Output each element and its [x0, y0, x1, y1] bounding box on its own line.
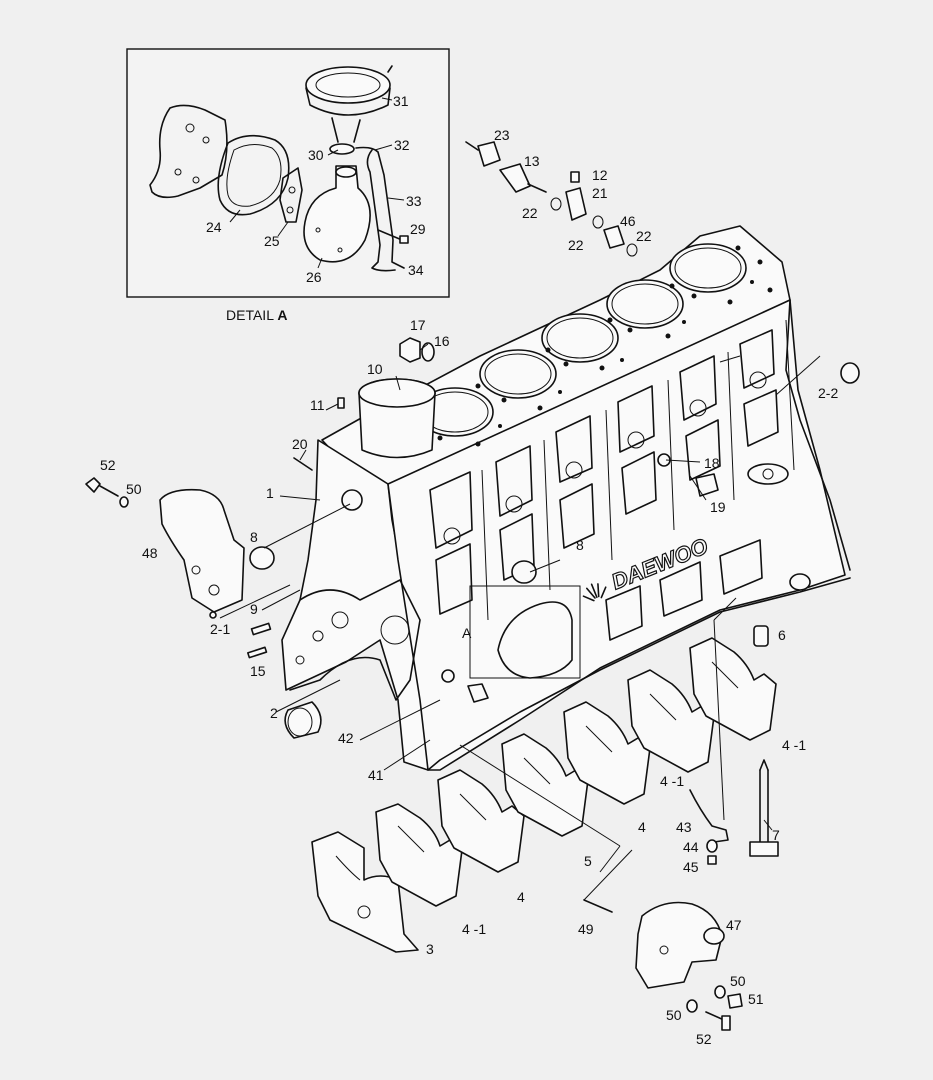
detail-a-panel: 31 32 30 33 29 24 25 26 34 — [126, 48, 450, 298]
part-label-4-left: 4 — [517, 889, 525, 905]
part-label-4-mid: 4 — [638, 819, 646, 835]
part-label-4-1-right: 4 -1 — [782, 737, 806, 753]
main-bearing-caps — [311, 637, 777, 953]
part-label-31: 31 — [393, 93, 409, 109]
part-label-2-1: 2-1 — [210, 621, 230, 637]
part-label-6: 6 — [778, 627, 786, 643]
part-label-4-1-left: 4 -1 — [462, 921, 486, 937]
part-label-50-right-top: 50 — [730, 973, 746, 989]
part-label-33: 33 — [406, 193, 422, 209]
engine-mount-48 — [85, 477, 245, 613]
part-label-19: 19 — [710, 499, 726, 515]
part-label-23: 23 — [494, 127, 510, 143]
plug-2-2 — [840, 362, 860, 384]
part-label-49: 49 — [578, 921, 594, 937]
part-label-22-a: 22 — [522, 205, 538, 221]
oil-fittings — [465, 141, 638, 257]
cylinder-bores — [416, 243, 747, 437]
part-label-45: 45 — [683, 859, 699, 875]
part-label-4-1-mid: 4 -1 — [660, 773, 684, 789]
part-label-2-2: 2-2 — [818, 385, 838, 401]
part-label-30: 30 — [308, 147, 324, 163]
engine-mount-47 — [583, 899, 743, 1031]
part-label-50-left: 50 — [126, 481, 142, 497]
part-label-9: 9 — [250, 601, 258, 617]
main-bolt-7 — [749, 759, 779, 857]
part-label-1: 1 — [266, 485, 274, 501]
part-label-20: 20 — [292, 436, 308, 452]
part-label-26: 26 — [306, 269, 322, 285]
dowel-6 — [753, 625, 769, 647]
part-label-8-left: 8 — [250, 529, 258, 545]
part-label-12: 12 — [592, 167, 608, 183]
detail-a-caption: DETAIL A — [226, 307, 287, 323]
section-label-a: A — [462, 625, 472, 641]
part-label-52-left: 52 — [100, 457, 116, 473]
part-label-21: 21 — [592, 185, 608, 201]
part-label-43: 43 — [676, 819, 692, 835]
part-label-13: 13 — [524, 153, 540, 169]
part-label-2: 2 — [270, 705, 278, 721]
part-label-50-right-bottom: 50 — [666, 1007, 682, 1023]
part-label-48: 48 — [142, 545, 158, 561]
part-label-22-b: 22 — [568, 237, 584, 253]
part-label-8-right: 8 — [576, 537, 584, 553]
plug-8-right — [511, 560, 537, 584]
part-label-29: 29 — [410, 221, 426, 237]
part-label-52-right: 52 — [696, 1031, 712, 1047]
part-label-18: 18 — [704, 455, 720, 471]
part-label-32: 32 — [394, 137, 410, 153]
cylinder-liner-10 — [358, 378, 436, 459]
part-label-3: 3 — [426, 941, 434, 957]
plug-8-left — [249, 546, 275, 570]
part-label-51: 51 — [748, 991, 764, 1007]
part-label-46: 46 — [620, 213, 636, 229]
part-label-24: 24 — [206, 219, 222, 235]
part-label-10: 10 — [367, 361, 383, 377]
part-label-11: 11 — [310, 397, 325, 413]
part-label-41: 41 — [368, 767, 384, 783]
part-label-7: 7 — [772, 827, 780, 843]
cylinder-block: DAEWOO A — [281, 225, 851, 771]
leader-lines — [219, 343, 821, 901]
part-label-42: 42 — [338, 730, 354, 746]
part-label-25: 25 — [264, 233, 280, 249]
part-label-5: 5 — [584, 853, 592, 869]
part-label-15: 15 — [250, 663, 266, 679]
part-label-17: 17 — [410, 317, 426, 333]
bushing-2 — [284, 701, 322, 739]
part-label-44: 44 — [683, 839, 699, 855]
part-label-34: 34 — [408, 262, 424, 278]
part-label-16: 16 — [434, 333, 450, 349]
part-label-22-c: 22 — [636, 228, 652, 244]
part-label-47: 47 — [726, 917, 742, 933]
